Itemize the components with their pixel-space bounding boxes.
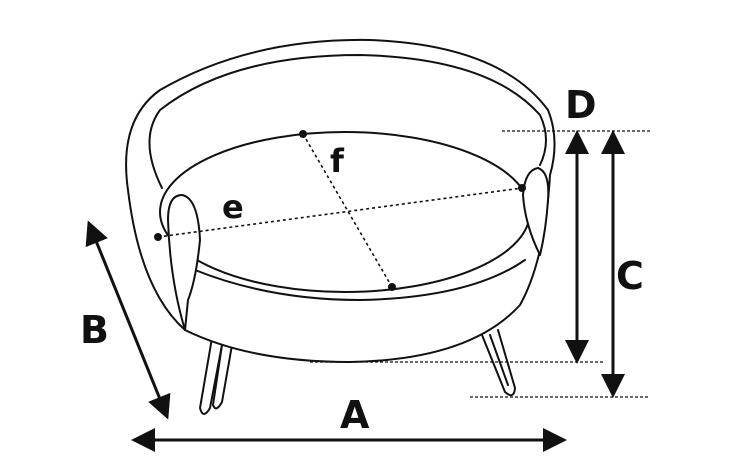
dimension-e-start-point [154, 233, 162, 241]
right-hairpin-leg [481, 329, 516, 397]
dimension-e-end-point [518, 184, 526, 192]
label-e: e [222, 188, 244, 226]
cushion-front [194, 259, 526, 301]
dimension-f-end-point [388, 283, 396, 291]
label-a: A [340, 393, 370, 437]
label-b: B [80, 308, 109, 352]
dimension-b-arrow [85, 220, 171, 420]
dimension-f-start-point [299, 130, 307, 138]
label-c: C [616, 254, 644, 298]
label-d: D [565, 83, 597, 127]
bed-inner-rim [148, 54, 547, 189]
dimension-e-line [157, 187, 523, 238]
label-f: f [330, 142, 345, 180]
left-hairpin-leg [199, 337, 233, 415]
right-arm [522, 167, 550, 256]
